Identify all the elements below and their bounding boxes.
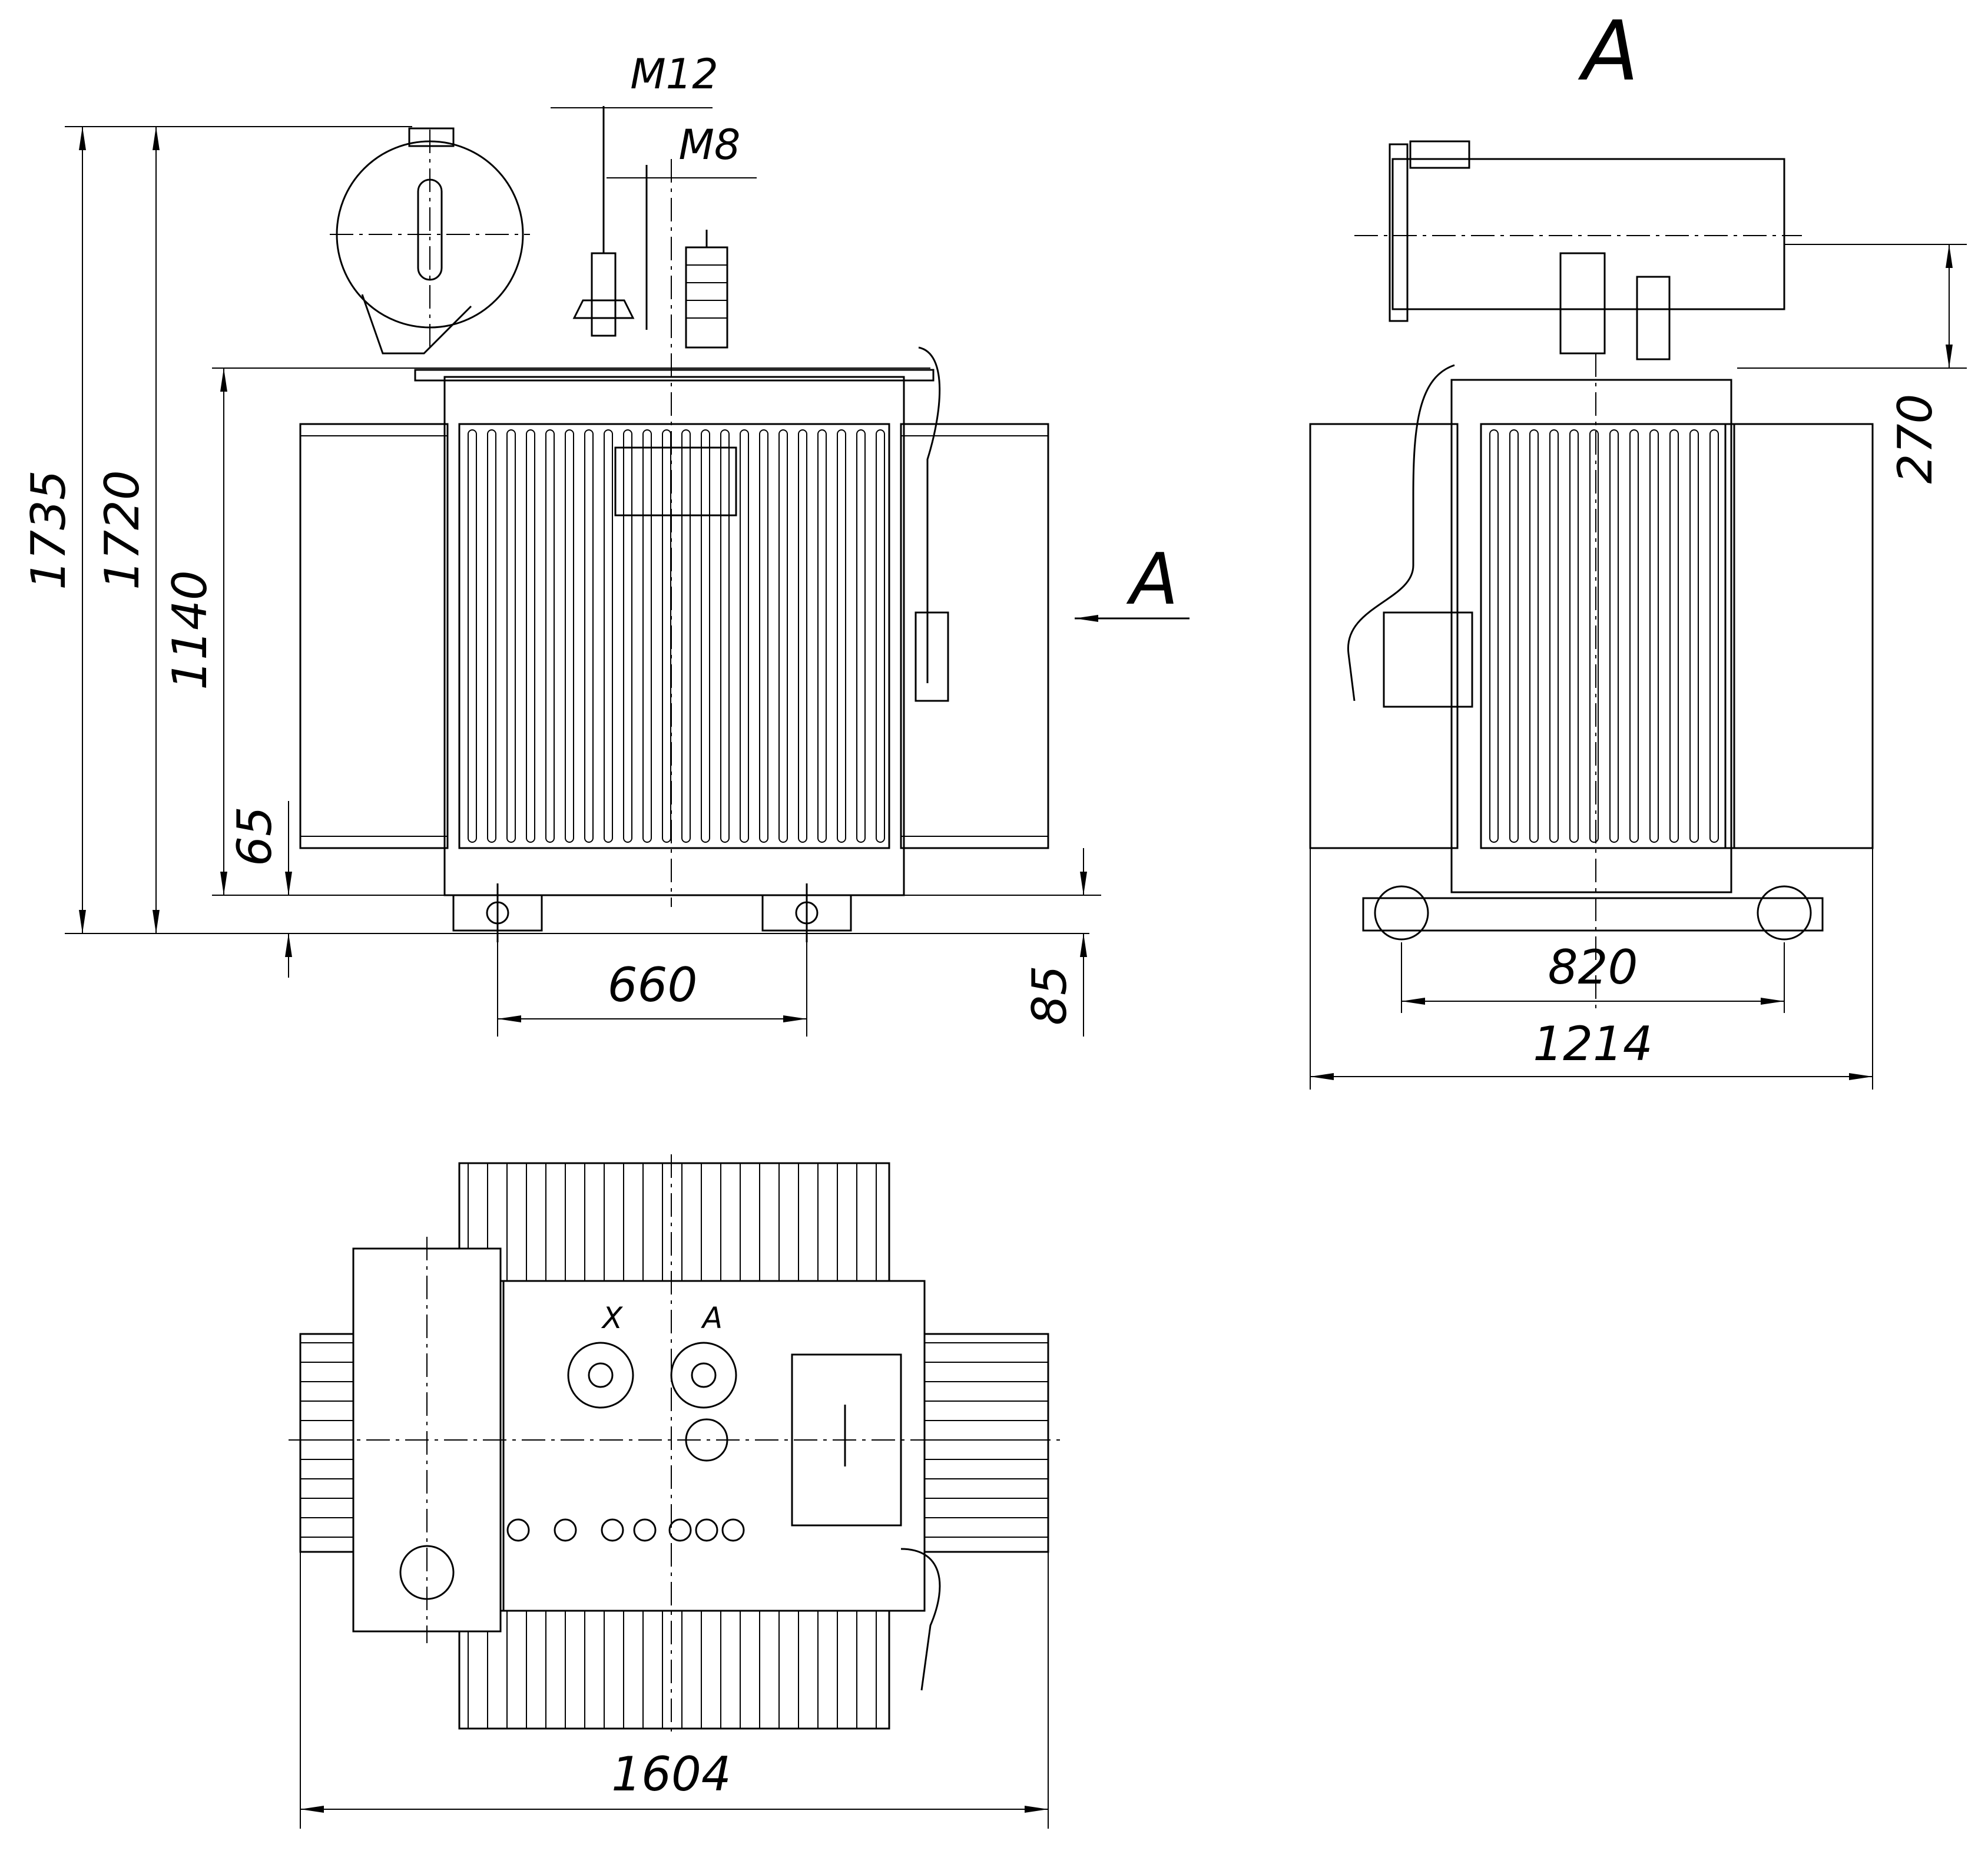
plan-bottom-radiator [458, 1610, 890, 1730]
plan-lv-terminal [554, 1518, 577, 1542]
front-fin [837, 429, 846, 843]
front-dimensions: 1735 1720 1140 65 85 660 M12 M8 [21, 50, 1101, 1037]
plan-lv-terminal [601, 1518, 624, 1542]
front-right-radiator [900, 423, 1049, 849]
front-fin [623, 429, 632, 843]
side-fin [1489, 429, 1499, 843]
front-fin [681, 429, 691, 843]
side-wheel-right [1757, 885, 1812, 941]
dim-thread-m12: M12 [630, 50, 718, 98]
side-fin [1709, 429, 1719, 843]
front-fin [662, 429, 671, 843]
side-right-radiator [1724, 423, 1874, 849]
plan-lv-terminal [695, 1518, 718, 1542]
plan-lv-terminal [721, 1518, 745, 1542]
plan-right-radiator [923, 1333, 1049, 1553]
side-fin [1609, 429, 1619, 843]
side-fin [1629, 429, 1639, 843]
side-wheel-left [1374, 885, 1429, 941]
dim-height-to-top: 1720 [95, 470, 150, 590]
side-fin [1649, 429, 1659, 843]
side-fin [1589, 429, 1599, 843]
side-junction-box [1383, 611, 1473, 708]
side-fin [1509, 429, 1519, 843]
front-fin [759, 429, 768, 843]
front-lv-bushings [572, 106, 648, 337]
plan-lv-terminal [506, 1518, 530, 1542]
dim-wheel-height: 85 [1022, 965, 1077, 1025]
front-fin [506, 429, 516, 843]
side-fin [1689, 429, 1699, 843]
plan-lv-terminals [506, 1518, 745, 1542]
side-dimensions: 270 820 1214 [1310, 244, 1967, 1090]
side-conservator [1391, 158, 1785, 310]
front-fin [817, 429, 827, 843]
plan-tank-cover [502, 1280, 926, 1612]
side-view: A [1309, 4, 1874, 1013]
dim-conservator-height: 270 [1888, 394, 1943, 484]
dim-overall-width-side: 1214 [1533, 1017, 1653, 1071]
front-fin [487, 429, 496, 843]
front-fin [604, 429, 613, 843]
dim-base-offset: 65 [227, 806, 282, 866]
front-tank [443, 376, 905, 896]
front-fin [526, 429, 535, 843]
front-hv-bushing [685, 230, 728, 349]
front-wheel-right [761, 883, 852, 942]
dim-wheel-base-front: 660 [608, 958, 698, 1012]
side-cooling-fins [1489, 429, 1719, 843]
side-fin [1669, 429, 1679, 843]
side-fin [1529, 429, 1539, 843]
front-left-radiator [299, 423, 449, 849]
dim-overall-height: 1735 [21, 470, 76, 590]
front-fin [856, 429, 866, 843]
plan-terminal-x [567, 1342, 634, 1409]
section-arrow-label: A [1126, 539, 1178, 621]
plan-terminal-a [670, 1342, 737, 1409]
front-view: A [299, 106, 1190, 942]
front-fin [798, 429, 807, 843]
side-fin [1549, 429, 1559, 843]
plan-terminal-a-label: A [701, 1301, 723, 1335]
side-view-title: A [1578, 4, 1639, 100]
front-fin [584, 429, 594, 843]
front-fin [778, 429, 788, 843]
plan-terminal-x-label: X [601, 1301, 624, 1335]
dim-thread-m8: M8 [679, 121, 741, 169]
dim-wheel-base-side: 820 [1548, 940, 1638, 995]
front-fin [468, 429, 477, 843]
side-fin [1569, 429, 1579, 843]
plan-view: X A [289, 1154, 1060, 1737]
front-fin [720, 429, 730, 843]
plan-dimensions: 1604 [300, 1552, 1049, 1829]
front-fin [876, 429, 885, 843]
front-conservator [330, 127, 530, 355]
front-fin [701, 429, 710, 843]
plan-top-radiator [458, 1162, 890, 1282]
front-fin [740, 429, 749, 843]
front-fin [642, 429, 652, 843]
side-left-radiator [1309, 423, 1459, 849]
front-fin [565, 429, 574, 843]
plan-inspection-hatch [791, 1353, 902, 1527]
plan-lv-terminal [633, 1518, 657, 1542]
front-wheel-left [452, 883, 543, 942]
dim-overall-length-plan: 1604 [611, 1747, 731, 1802]
dim-tank-height: 1140 [163, 570, 217, 690]
plan-lv-terminal [668, 1518, 692, 1542]
front-fin [545, 429, 555, 843]
front-nameplate [614, 446, 737, 517]
side-tank [1450, 379, 1732, 893]
front-cooling-fins [468, 429, 885, 843]
